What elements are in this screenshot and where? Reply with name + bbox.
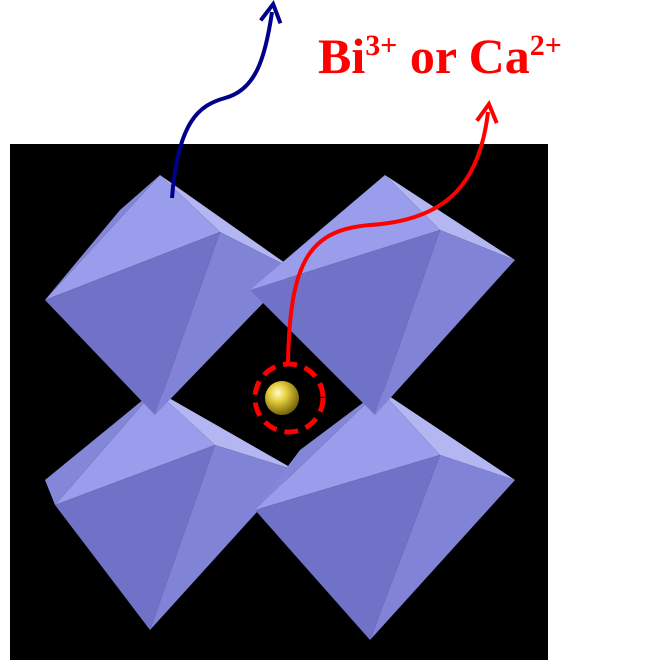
cation-arrow — [286, 112, 488, 363]
octahedron-top-left — [45, 175, 295, 415]
octahedron-arrow — [170, 12, 272, 199]
element-2: Ca — [468, 28, 530, 84]
cation-highlight-circle — [252, 361, 326, 435]
octahedron-bottom-left — [45, 390, 295, 630]
octahedron-bottom-right — [255, 390, 515, 640]
charge-2: 2+ — [529, 29, 562, 62]
cation-sphere — [265, 381, 299, 415]
charge-1: 3+ — [365, 29, 398, 62]
label-connector: or — [397, 28, 469, 84]
cation-label: Bi3+ or Ca2+ — [318, 26, 562, 94]
element-1: Bi — [318, 28, 366, 84]
